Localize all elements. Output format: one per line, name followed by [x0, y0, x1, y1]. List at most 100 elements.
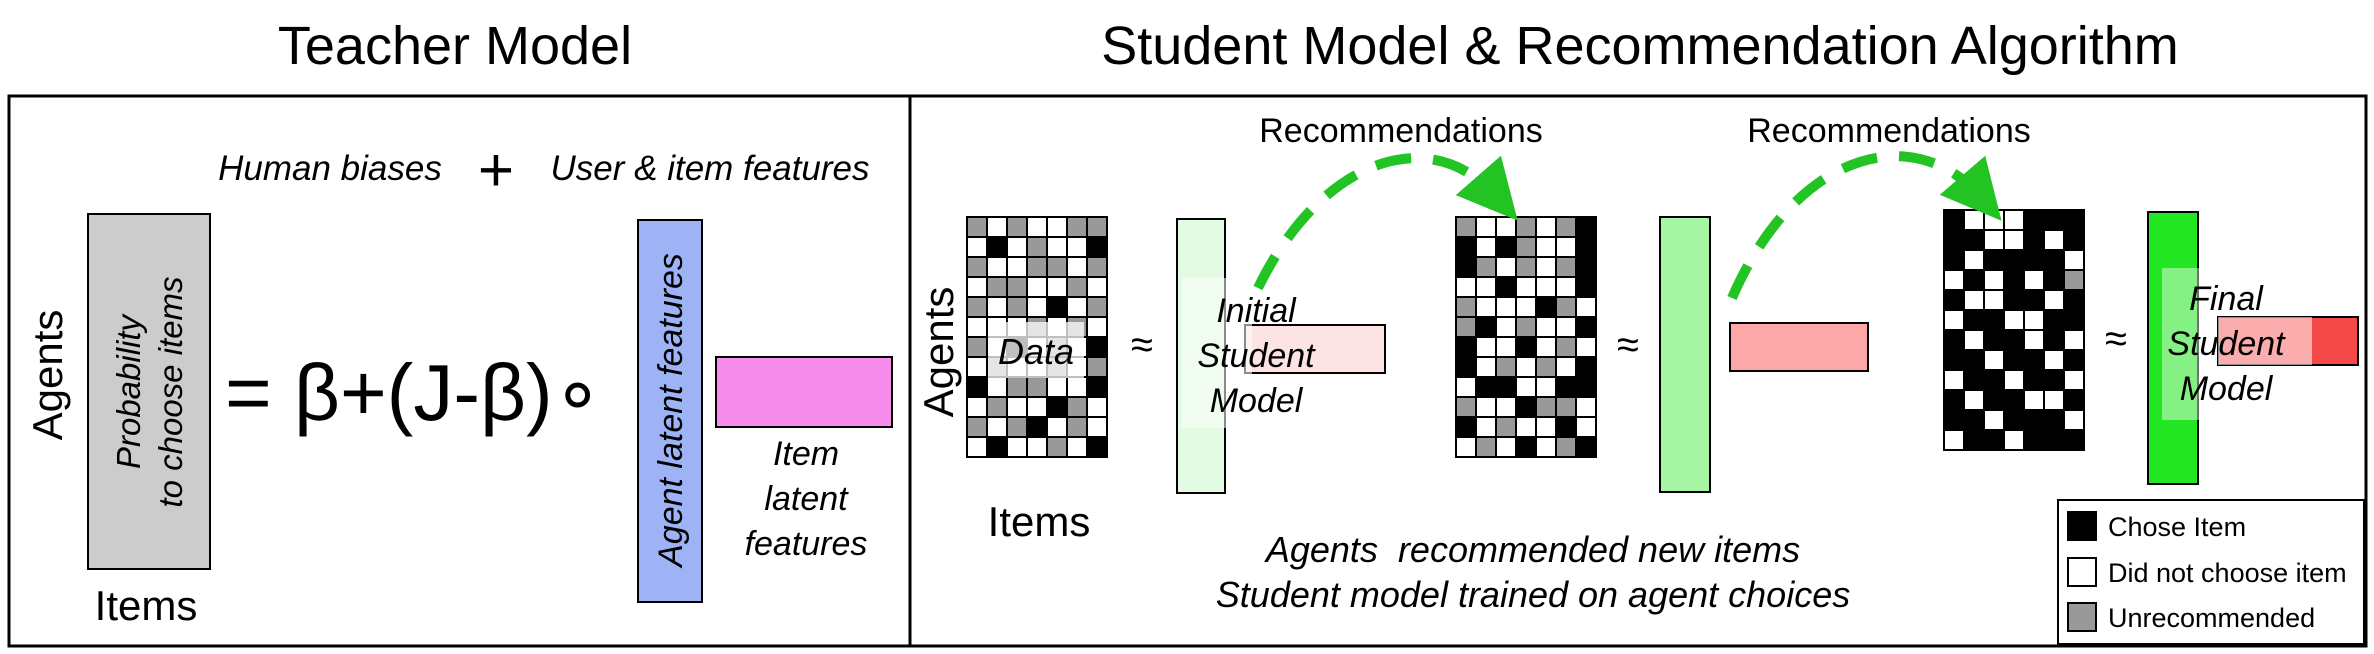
matrix-cell [1943, 329, 1965, 351]
matrix-cell [986, 296, 1008, 318]
matrix-cell [1475, 396, 1497, 418]
matrix-cell [1086, 276, 1108, 298]
matrix-cell [1006, 256, 1028, 278]
matrix-cell [1026, 256, 1048, 278]
student-title: Student Model & Recommendation Algorithm [1101, 16, 2179, 76]
matrix-cell [1575, 336, 1597, 358]
round2-matrix [1943, 209, 2085, 451]
matrix-cell [1575, 296, 1597, 318]
matrix-cell [1455, 296, 1477, 318]
matrix-cell [2023, 409, 2045, 431]
matrix-cell [966, 336, 988, 358]
initial-item-bar [1244, 324, 1386, 374]
initial-label-3: Model [1210, 382, 1304, 420]
matrix-cell [966, 296, 988, 318]
matrix-cell [2043, 269, 2065, 291]
matrix-cell [1495, 436, 1517, 458]
matrix-cell [1535, 256, 1557, 278]
approx-sign-1: ≈ [1131, 323, 1153, 367]
matrix-cell [2043, 249, 2065, 271]
matrix-cell [1475, 356, 1497, 378]
matrix-cell [1006, 396, 1028, 418]
matrix-cell [1066, 236, 1088, 258]
matrix-cell [1963, 289, 1985, 311]
matrix-cell [2003, 329, 2025, 351]
matrix-cell [1515, 236, 1537, 258]
matrix-cell [2003, 389, 2025, 411]
matrix-cell [2063, 249, 2085, 271]
matrix-cell [2063, 269, 2085, 291]
matrix-cell [1086, 256, 1108, 278]
final-label-2: Student [2167, 325, 2286, 363]
matrix-cell [986, 376, 1008, 398]
matrix-cell [2063, 329, 2085, 351]
matrix-cell [1026, 416, 1048, 438]
matrix-cell [966, 216, 988, 238]
matrix-cell [2043, 329, 2065, 351]
matrix-cell [1066, 276, 1088, 298]
approx-sign-3: ≈ [2105, 317, 2127, 361]
matrix-cell [1575, 276, 1597, 298]
matrix-cell [1535, 336, 1557, 358]
matrix-cell [1983, 309, 2005, 331]
matrix-cell [1943, 309, 1965, 331]
matrix-cell [1575, 416, 1597, 438]
matrix-cell [1086, 376, 1108, 398]
plus-sign: + [478, 136, 514, 205]
matrix-cell [1535, 216, 1557, 238]
matrix-cell [986, 256, 1008, 278]
matrix-cell [1943, 289, 1965, 311]
matrix-cell [1066, 296, 1088, 318]
matrix-cell [986, 276, 1008, 298]
final-overlay-bar [2162, 268, 2202, 420]
matrix-cell [1555, 296, 1577, 318]
matrix-cell [1066, 216, 1088, 238]
matrix-cell [1515, 276, 1537, 298]
matrix-cell [1455, 236, 1477, 258]
matrix-cell [1006, 296, 1028, 318]
matrix-cell [2003, 429, 2025, 451]
matrix-cell [1555, 316, 1577, 338]
matrix-cell [1086, 416, 1108, 438]
initial-label-2: Student [1197, 337, 1316, 375]
item-latent-label-3: features [745, 525, 868, 563]
matrix-cell [1555, 416, 1577, 438]
matrix-cell [1575, 396, 1597, 418]
matrix-cell [1046, 436, 1068, 458]
matrix-cell [1026, 376, 1048, 398]
matrix-cell [2003, 229, 2025, 251]
matrix-cell [1983, 329, 2005, 351]
matrix-cell [2023, 329, 2045, 351]
item-latent-bar [715, 356, 893, 428]
matrix-cell [2023, 369, 2045, 391]
item-latent-label-1: Item [773, 435, 839, 473]
matrix-cell [1555, 436, 1577, 458]
matrix-cell [1495, 356, 1517, 378]
matrix-cell [1495, 396, 1517, 418]
agent-latent-bar [637, 219, 703, 603]
matrix-cell [1963, 429, 1985, 451]
matrix-cell [986, 416, 1008, 438]
matrix-cell [2043, 289, 2065, 311]
legend-box [2057, 499, 2365, 645]
matrix-cell [2023, 209, 2045, 231]
matrix-cell [2023, 289, 2045, 311]
matrix-cell [1515, 296, 1537, 318]
matrix-cell [986, 216, 1008, 238]
user-item-features-label: User & item features [551, 149, 870, 188]
matrix-cell [1943, 349, 1965, 371]
matrix-cell [966, 416, 988, 438]
matrix-cell [2063, 349, 2085, 371]
matrix-cell [1963, 409, 1985, 431]
matrix-cell [2023, 309, 2045, 331]
agent-latent-label: Agent latent features [652, 253, 690, 569]
matrix-cell [1575, 376, 1597, 398]
matrix-cell [2003, 249, 2025, 271]
matrix-cell [1983, 349, 2005, 371]
matrix-cell [1046, 296, 1068, 318]
matrix-cell [1943, 369, 1965, 391]
matrix-cell [1963, 389, 1985, 411]
matrix-cell [1963, 209, 1985, 231]
initial-label-bg [1182, 278, 1252, 428]
matrix-cell [1575, 356, 1597, 378]
